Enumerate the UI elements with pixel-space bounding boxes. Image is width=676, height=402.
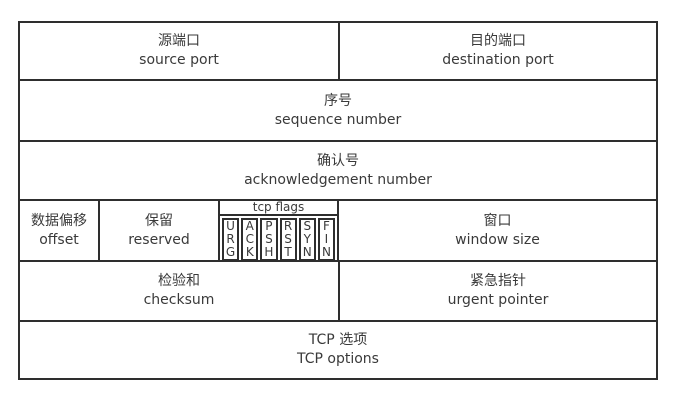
checksum-label-zh: 检验和 bbox=[158, 273, 200, 289]
window-size-label-en: window size bbox=[455, 231, 540, 248]
acknowledgement-number-cell: 确认号 acknowledgement number bbox=[20, 142, 656, 199]
tcp-flags-boxes: U R G A C K P S H R S T S Y N F I N bbox=[220, 216, 337, 260]
destination-port-label-en: destination port bbox=[442, 52, 554, 68]
acknowledgement-number-label-zh: 确认号 bbox=[317, 152, 359, 169]
data-offset-label-en: offset bbox=[39, 231, 79, 248]
flag-psh-cell: P S H bbox=[260, 218, 278, 260]
acknowledgement-number-label-en: acknowledgement number bbox=[244, 171, 432, 188]
data-offset-label-zh: 数据偏移 bbox=[31, 212, 87, 229]
sequence-number-label-en: sequence number bbox=[274, 111, 402, 128]
row-acknowledgement-number: 确认号 acknowledgement number bbox=[20, 140, 656, 199]
urgent-pointer-cell: 紧急指针 urgent pointer bbox=[338, 262, 656, 320]
data-offset-cell: 数据偏移 offset bbox=[20, 201, 98, 260]
row-sequence-number: 序号 sequence number bbox=[20, 79, 656, 140]
checksum-label-en: checksum bbox=[143, 292, 215, 308]
sequence-number-label-zh: 序号 bbox=[324, 92, 352, 109]
sequence-number-cell: 序号 sequence number bbox=[20, 81, 656, 140]
tcp-flags-header-label: tcp flags bbox=[220, 201, 337, 216]
flag-urg-cell: U R G bbox=[222, 218, 240, 260]
source-port-label-en: source port bbox=[139, 52, 219, 68]
source-port-label-zh: 源端口 bbox=[158, 33, 200, 49]
tcp-flags-cell: tcp flags U R G A C K P S H R S T S Y N … bbox=[218, 201, 337, 260]
tcp-options-label-en: TCP options bbox=[297, 351, 379, 367]
tcp-options-label-zh: TCP 选项 bbox=[308, 332, 368, 348]
row-checksum-urgent: 检验和 checksum 紧急指针 urgent pointer bbox=[20, 260, 656, 320]
window-size-cell: 窗口 window size bbox=[337, 201, 656, 260]
destination-port-cell: 目的端口 destination port bbox=[338, 23, 656, 79]
reserved-label-en: reserved bbox=[128, 231, 190, 248]
flag-ack-cell: A C K bbox=[241, 218, 259, 260]
tcp-options-cell: TCP 选项 TCP options bbox=[20, 322, 656, 378]
row-tcp-options: TCP 选项 TCP options bbox=[20, 320, 656, 378]
window-size-label-zh: 窗口 bbox=[483, 212, 512, 229]
row-offset-flags-window: 数据偏移 offset 保留 reserved tcp flags U R G … bbox=[20, 199, 656, 260]
row-ports: 源端口 source port 目的端口 destination port bbox=[20, 23, 656, 79]
checksum-cell: 检验和 checksum bbox=[20, 262, 338, 320]
flag-fin-cell: F I N bbox=[317, 218, 336, 260]
flag-syn-cell: S Y N bbox=[298, 218, 316, 260]
tcp-header-diagram: 源端口 source port 目的端口 destination port 序号… bbox=[18, 21, 658, 380]
urgent-pointer-label-zh: 紧急指针 bbox=[470, 273, 526, 289]
destination-port-label-zh: 目的端口 bbox=[470, 33, 526, 49]
flag-rst-cell: R S T bbox=[279, 218, 297, 260]
reserved-cell: 保留 reserved bbox=[98, 201, 218, 260]
reserved-label-zh: 保留 bbox=[145, 212, 173, 229]
urgent-pointer-label-en: urgent pointer bbox=[447, 292, 549, 308]
source-port-cell: 源端口 source port bbox=[20, 23, 338, 79]
